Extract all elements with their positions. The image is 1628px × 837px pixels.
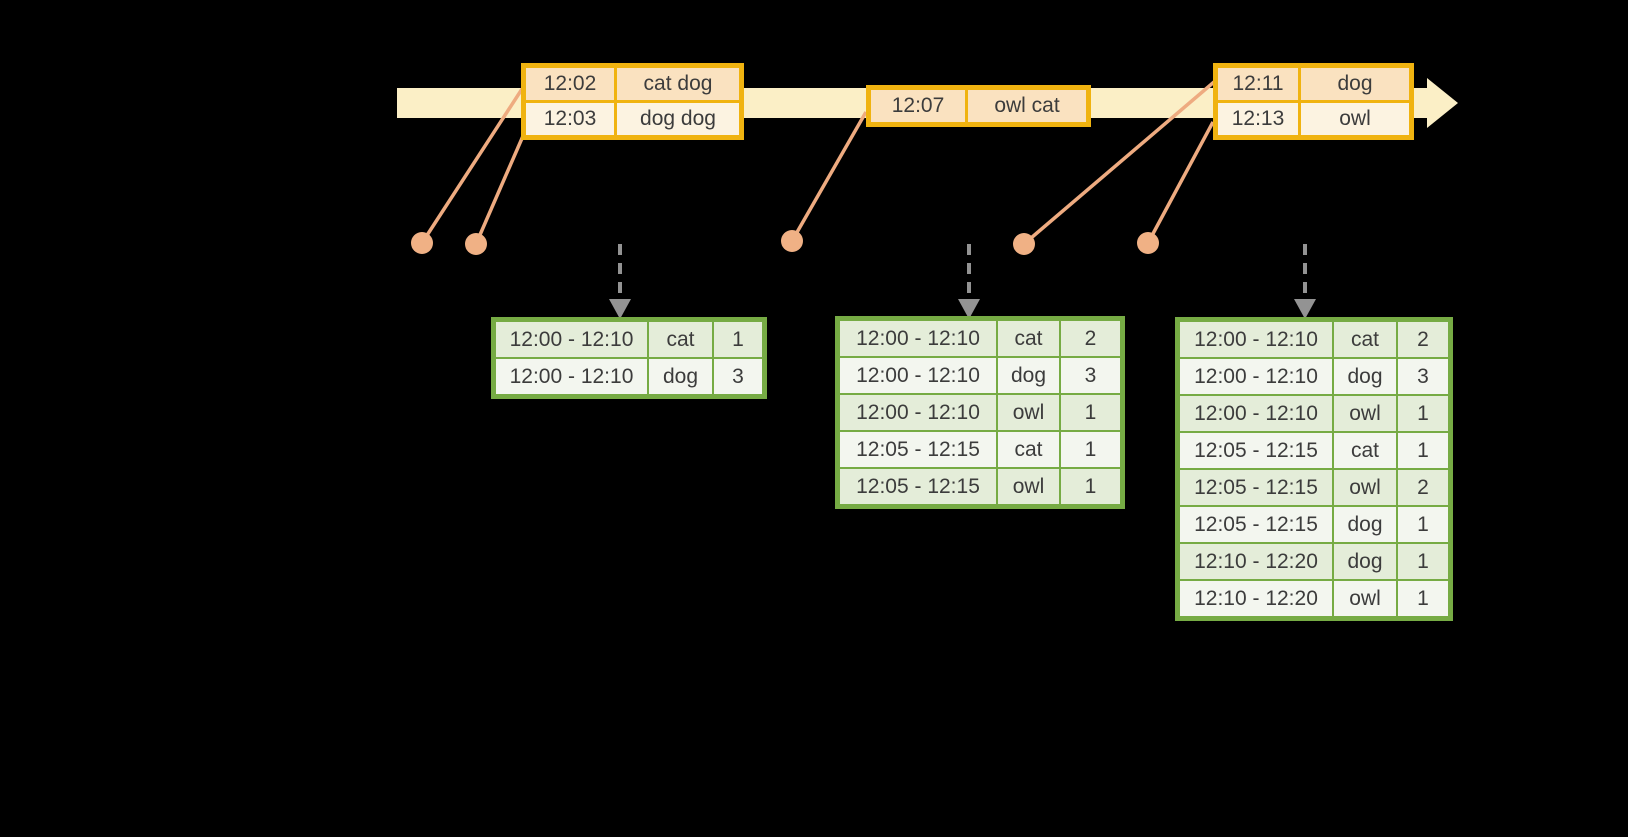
event-connector (790, 111, 868, 242)
event-row: 12:11 dog (1218, 68, 1409, 100)
table-row: 12:10 - 12:20 dog 1 (1180, 544, 1448, 579)
table-row: 12:00 - 12:10 cat 2 (1180, 322, 1448, 357)
window-cell: 12:10 - 12:20 (1180, 544, 1332, 579)
event-words-cell: dog (1301, 68, 1409, 100)
count-cell: 2 (1061, 321, 1120, 356)
count-cell: 2 (1398, 322, 1448, 357)
window-cell: 12:00 - 12:10 (496, 322, 647, 357)
table-row: 12:10 - 12:20 owl 1 (1180, 581, 1448, 616)
table-row: 12:05 - 12:15 cat 1 (840, 432, 1120, 467)
count-cell: 2 (1398, 470, 1448, 505)
window-cell: 12:00 - 12:10 (840, 321, 996, 356)
result-table-1: 12:00 - 12:10 cat 1 12:00 - 12:10 dog 3 (491, 317, 767, 399)
window-cell: 12:00 - 12:10 (840, 358, 996, 393)
event-time-cell: 12:02 (526, 68, 614, 100)
window-cell: 12:05 - 12:15 (840, 469, 996, 504)
table-row: 12:00 - 12:10 owl 1 (840, 395, 1120, 430)
window-cell: 12:00 - 12:10 (840, 395, 996, 430)
event-dot (781, 230, 803, 252)
event-time-cell: 12:03 (526, 103, 614, 135)
word-cell: cat (1334, 433, 1396, 468)
word-cell: dog (1334, 544, 1396, 579)
window-cell: 12:05 - 12:15 (1180, 433, 1332, 468)
result-table-2: 12:00 - 12:10 cat 2 12:00 - 12:10 dog 3 … (835, 316, 1125, 509)
event-connector (1146, 121, 1215, 244)
event-row: 12:07 owl cat (871, 90, 1086, 122)
word-cell: owl (1334, 470, 1396, 505)
event-connector (474, 135, 525, 245)
event-row: 12:02 cat dog (526, 68, 739, 100)
event-time-cell: 12:07 (871, 90, 965, 122)
event-words-cell: owl cat (968, 90, 1086, 122)
event-words-cell: owl (1301, 103, 1409, 135)
count-cell: 1 (1398, 581, 1448, 616)
window-cell: 12:05 - 12:15 (840, 432, 996, 467)
word-cell: cat (1334, 322, 1396, 357)
word-cell: owl (998, 469, 1059, 504)
table-row: 12:05 - 12:15 owl 2 (1180, 470, 1448, 505)
event-words-cell: cat dog (617, 68, 739, 100)
word-cell: owl (1334, 581, 1396, 616)
window-cell: 12:05 - 12:15 (1180, 470, 1332, 505)
trigger-arrowhead-icon (609, 299, 631, 319)
count-cell: 3 (1061, 358, 1120, 393)
word-cell: dog (649, 359, 712, 394)
count-cell: 3 (714, 359, 762, 394)
count-cell: 1 (1398, 433, 1448, 468)
event-row: 12:13 owl (1218, 103, 1409, 135)
event-table-3: 12:11 dog 12:13 owl (1213, 63, 1414, 140)
event-table-1: 12:02 cat dog 12:03 dog dog (521, 63, 744, 140)
word-cell: owl (998, 395, 1059, 430)
event-dot (1137, 232, 1159, 254)
window-cell: 12:00 - 12:10 (1180, 396, 1332, 431)
table-row: 12:00 - 12:10 cat 2 (840, 321, 1120, 356)
table-row: 12:05 - 12:15 cat 1 (1180, 433, 1448, 468)
count-cell: 1 (1398, 507, 1448, 542)
table-row: 12:00 - 12:10 owl 1 (1180, 396, 1448, 431)
table-row: 12:00 - 12:10 cat 1 (496, 322, 762, 357)
word-cell: dog (998, 358, 1059, 393)
timeline-arrowhead-icon (1427, 78, 1458, 128)
count-cell: 1 (714, 322, 762, 357)
event-dot (1013, 233, 1035, 255)
result-table-3: 12:00 - 12:10 cat 2 12:00 - 12:10 dog 3 … (1175, 317, 1453, 621)
window-cell: 12:00 - 12:10 (496, 359, 647, 394)
table-row: 12:05 - 12:15 dog 1 (1180, 507, 1448, 542)
word-cell: cat (998, 432, 1059, 467)
table-row: 12:00 - 12:10 dog 3 (496, 359, 762, 394)
event-time-cell: 12:11 (1218, 68, 1298, 100)
event-dot (411, 232, 433, 254)
window-cell: 12:00 - 12:10 (1180, 322, 1332, 357)
count-cell: 1 (1398, 544, 1448, 579)
word-cell: cat (649, 322, 712, 357)
table-row: 12:05 - 12:15 owl 1 (840, 469, 1120, 504)
window-cell: 12:00 - 12:10 (1180, 359, 1332, 394)
trigger-arrowhead-icon (1294, 299, 1316, 319)
event-table-2: 12:07 owl cat (866, 85, 1091, 127)
word-cell: owl (1334, 396, 1396, 431)
word-cell: cat (998, 321, 1059, 356)
event-dot (465, 233, 487, 255)
word-cell: dog (1334, 507, 1396, 542)
window-cell: 12:10 - 12:20 (1180, 581, 1332, 616)
count-cell: 1 (1061, 432, 1120, 467)
word-cell: dog (1334, 359, 1396, 394)
count-cell: 1 (1061, 469, 1120, 504)
table-row: 12:00 - 12:10 dog 3 (840, 358, 1120, 393)
count-cell: 1 (1398, 396, 1448, 431)
event-words-cell: dog dog (617, 103, 739, 135)
count-cell: 3 (1398, 359, 1448, 394)
event-row: 12:03 dog dog (526, 103, 739, 135)
window-cell: 12:05 - 12:15 (1180, 507, 1332, 542)
event-time-cell: 12:13 (1218, 103, 1298, 135)
count-cell: 1 (1061, 395, 1120, 430)
table-row: 12:00 - 12:10 dog 3 (1180, 359, 1448, 394)
